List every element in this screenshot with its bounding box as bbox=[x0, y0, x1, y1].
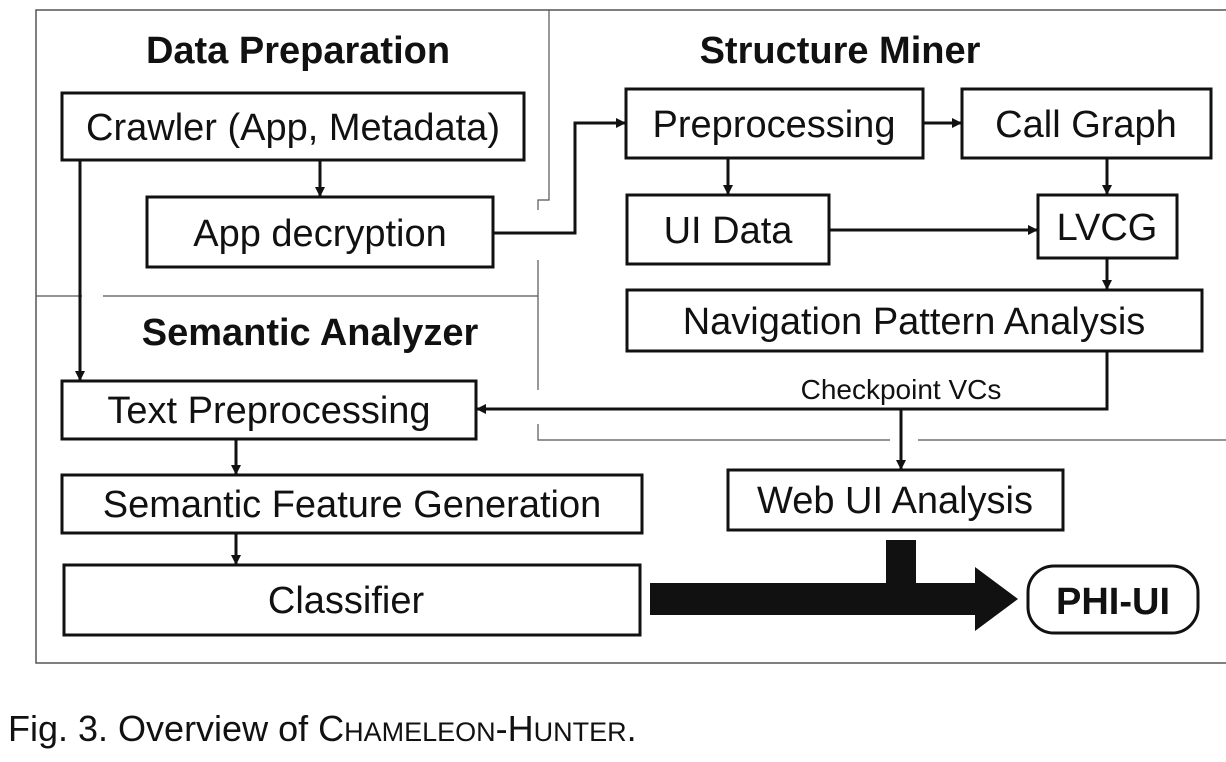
preprocessing-box bbox=[624, 87, 925, 160]
semantic-feature-generation-box bbox=[60, 473, 644, 535]
lvcg-label: LVCG bbox=[1057, 207, 1158, 249]
figure-caption: Fig. 3. Overview of CHAMELEON-HUNTER. bbox=[8, 708, 637, 749]
preprocessing-label: Preprocessing bbox=[653, 104, 896, 146]
arrow-navigation-to-text-preprocessing bbox=[476, 351, 1109, 414]
section-title-data-preparation: Data Preparation bbox=[146, 30, 450, 72]
ui-data-box bbox=[625, 193, 831, 266]
classifier-label: Classifier bbox=[268, 580, 425, 622]
crawler-label: Crawler (App, Metadata) bbox=[86, 107, 500, 149]
section-title-semantic-analyzer: Semantic Analyzer bbox=[142, 312, 479, 354]
crawler-box bbox=[60, 91, 526, 162]
outer-frame bbox=[35, 9, 1226, 664]
lvcg-box bbox=[1036, 193, 1179, 260]
thick-output-arrow bbox=[650, 540, 1018, 631]
phi-ui-output-box bbox=[1026, 564, 1200, 635]
section-title-structure-miner: Structure Miner bbox=[700, 30, 981, 72]
call-graph-label: Call Graph bbox=[995, 104, 1177, 146]
ui-data-label: UI Data bbox=[664, 210, 794, 252]
checkpoint-vcs-label: Checkpoint VCs bbox=[801, 374, 1002, 405]
navigation-pattern-analysis-box bbox=[625, 288, 1204, 353]
text-preprocessing-label: Text Preprocessing bbox=[107, 390, 430, 432]
app-decryption-label: App decryption bbox=[193, 213, 447, 255]
web-ui-analysis-box bbox=[726, 468, 1065, 532]
phi-ui-label: PHI-UI bbox=[1056, 581, 1170, 623]
section-dividers bbox=[36, 10, 1226, 441]
arrow-app-decryption-to-preprocessing bbox=[493, 118, 626, 235]
app-decryption-box bbox=[145, 195, 495, 269]
classifier-box bbox=[62, 563, 642, 637]
navigation-pattern-analysis-label: Navigation Pattern Analysis bbox=[683, 301, 1146, 343]
semantic-feature-generation-label: Semantic Feature Generation bbox=[103, 484, 602, 526]
call-graph-box bbox=[960, 87, 1213, 160]
web-ui-analysis-label: Web UI Analysis bbox=[757, 480, 1033, 522]
